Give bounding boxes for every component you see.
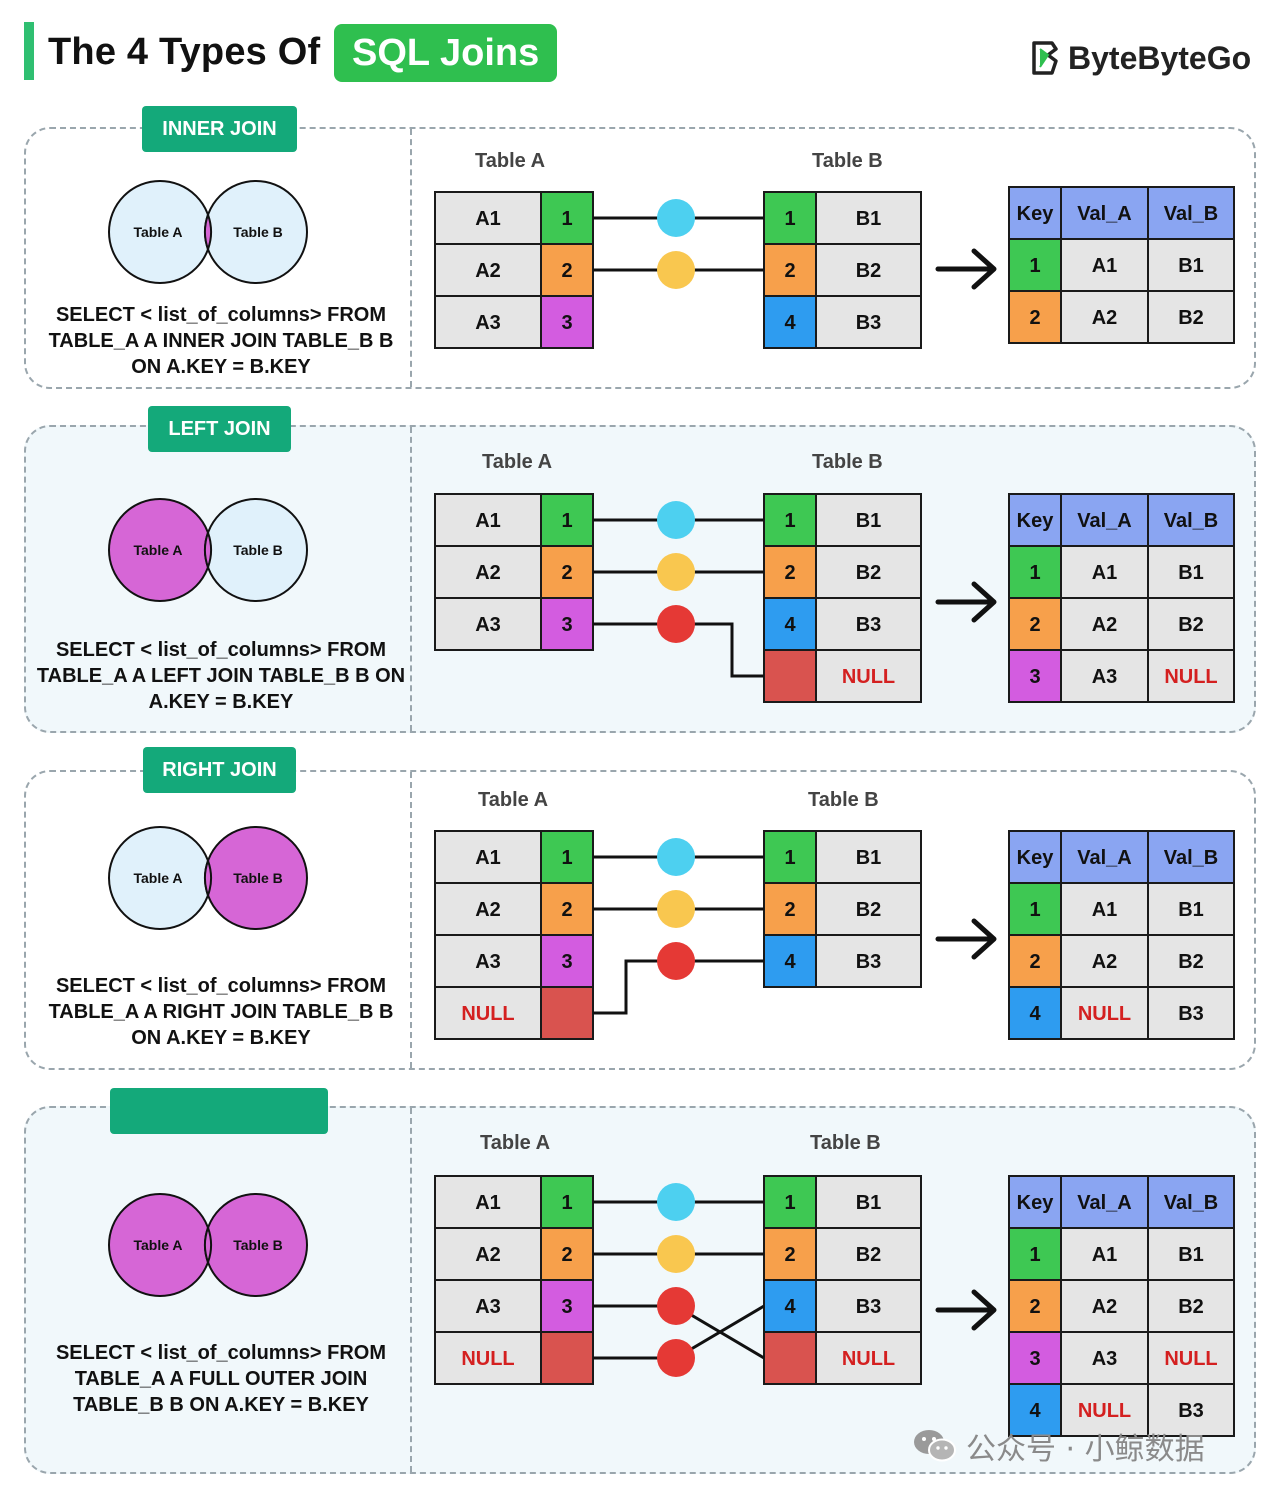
section-divider [410,772,412,1068]
sql-query-right: SELECT < list_of_columns> FROM TABLE_A A… [36,973,406,1051]
brand: ByteByteGo [1030,36,1251,80]
table-b-label: Table B [812,150,883,172]
table-a-label: Table A [482,451,553,473]
brand-name: ByteByteGo [1068,40,1252,76]
sql-line: SELECT < list_of_columns> FROM [55,975,387,997]
sql-line: ON A.KEY = B.KEY [131,1027,311,1049]
sql-line: A.KEY = B.KEY [148,691,294,713]
join-label-left: LEFT JOIN [148,406,291,452]
sql-line: SELECT < list_of_columns> FROM [55,304,387,326]
table-b-label: Table B [812,451,883,473]
section-divider [410,427,412,731]
section-right-join [24,770,1256,1070]
watermark: 公众号 · 小鲸数据 [912,1424,1205,1468]
title-highlight: SQL Joins [334,24,558,82]
sql-line: TABLE_B B ON A.KEY = B.KEY [73,1394,369,1416]
sql-line: TABLE_A A LEFT JOIN TABLE_B B ON [36,665,406,687]
section-divider [410,129,412,387]
table-a-label: Table A [478,789,549,811]
sql-line: SELECT < list_of_columns> FROM [55,1342,387,1364]
section-full-join [24,1106,1256,1474]
sql-query-inner: SELECT < list_of_columns> FROM TABLE_A A… [36,302,406,380]
wechat-icon [914,1430,956,1462]
sql-line: ON A.KEY = B.KEY [131,356,311,378]
bytebytego-logo-icon [1032,41,1058,75]
section-divider [410,1108,412,1472]
title-accent-bar [24,22,34,80]
sql-line: TABLE_A A INNER JOIN TABLE_B B [48,330,394,352]
watermark-text: 公众号 · 小鲸数据 [966,1432,1205,1467]
sql-line: TABLE_A A FULL OUTER JOIN [74,1368,368,1390]
sql-query-left: SELECT < list_of_columns> FROM TABLE_A A… [36,637,406,715]
sql-line: SELECT < list_of_columns> FROM [55,639,387,661]
table-a-label: Table A [475,150,546,172]
table-a-label: Table A [480,1132,551,1154]
table-b-label: Table B [810,1132,881,1154]
join-label-right: RIGHT JOIN [143,747,296,793]
sql-line: TABLE_A A RIGHT JOIN TABLE_B B [48,1001,394,1023]
join-label-full [110,1088,328,1134]
section-inner-join [24,127,1256,389]
join-label-inner: INNER JOIN [142,106,297,152]
table-b-label: Table B [808,789,879,811]
sql-query-full: SELECT < list_of_columns> FROM TABLE_A A… [36,1340,406,1418]
page-title: The 4 Types Of [48,31,321,73]
